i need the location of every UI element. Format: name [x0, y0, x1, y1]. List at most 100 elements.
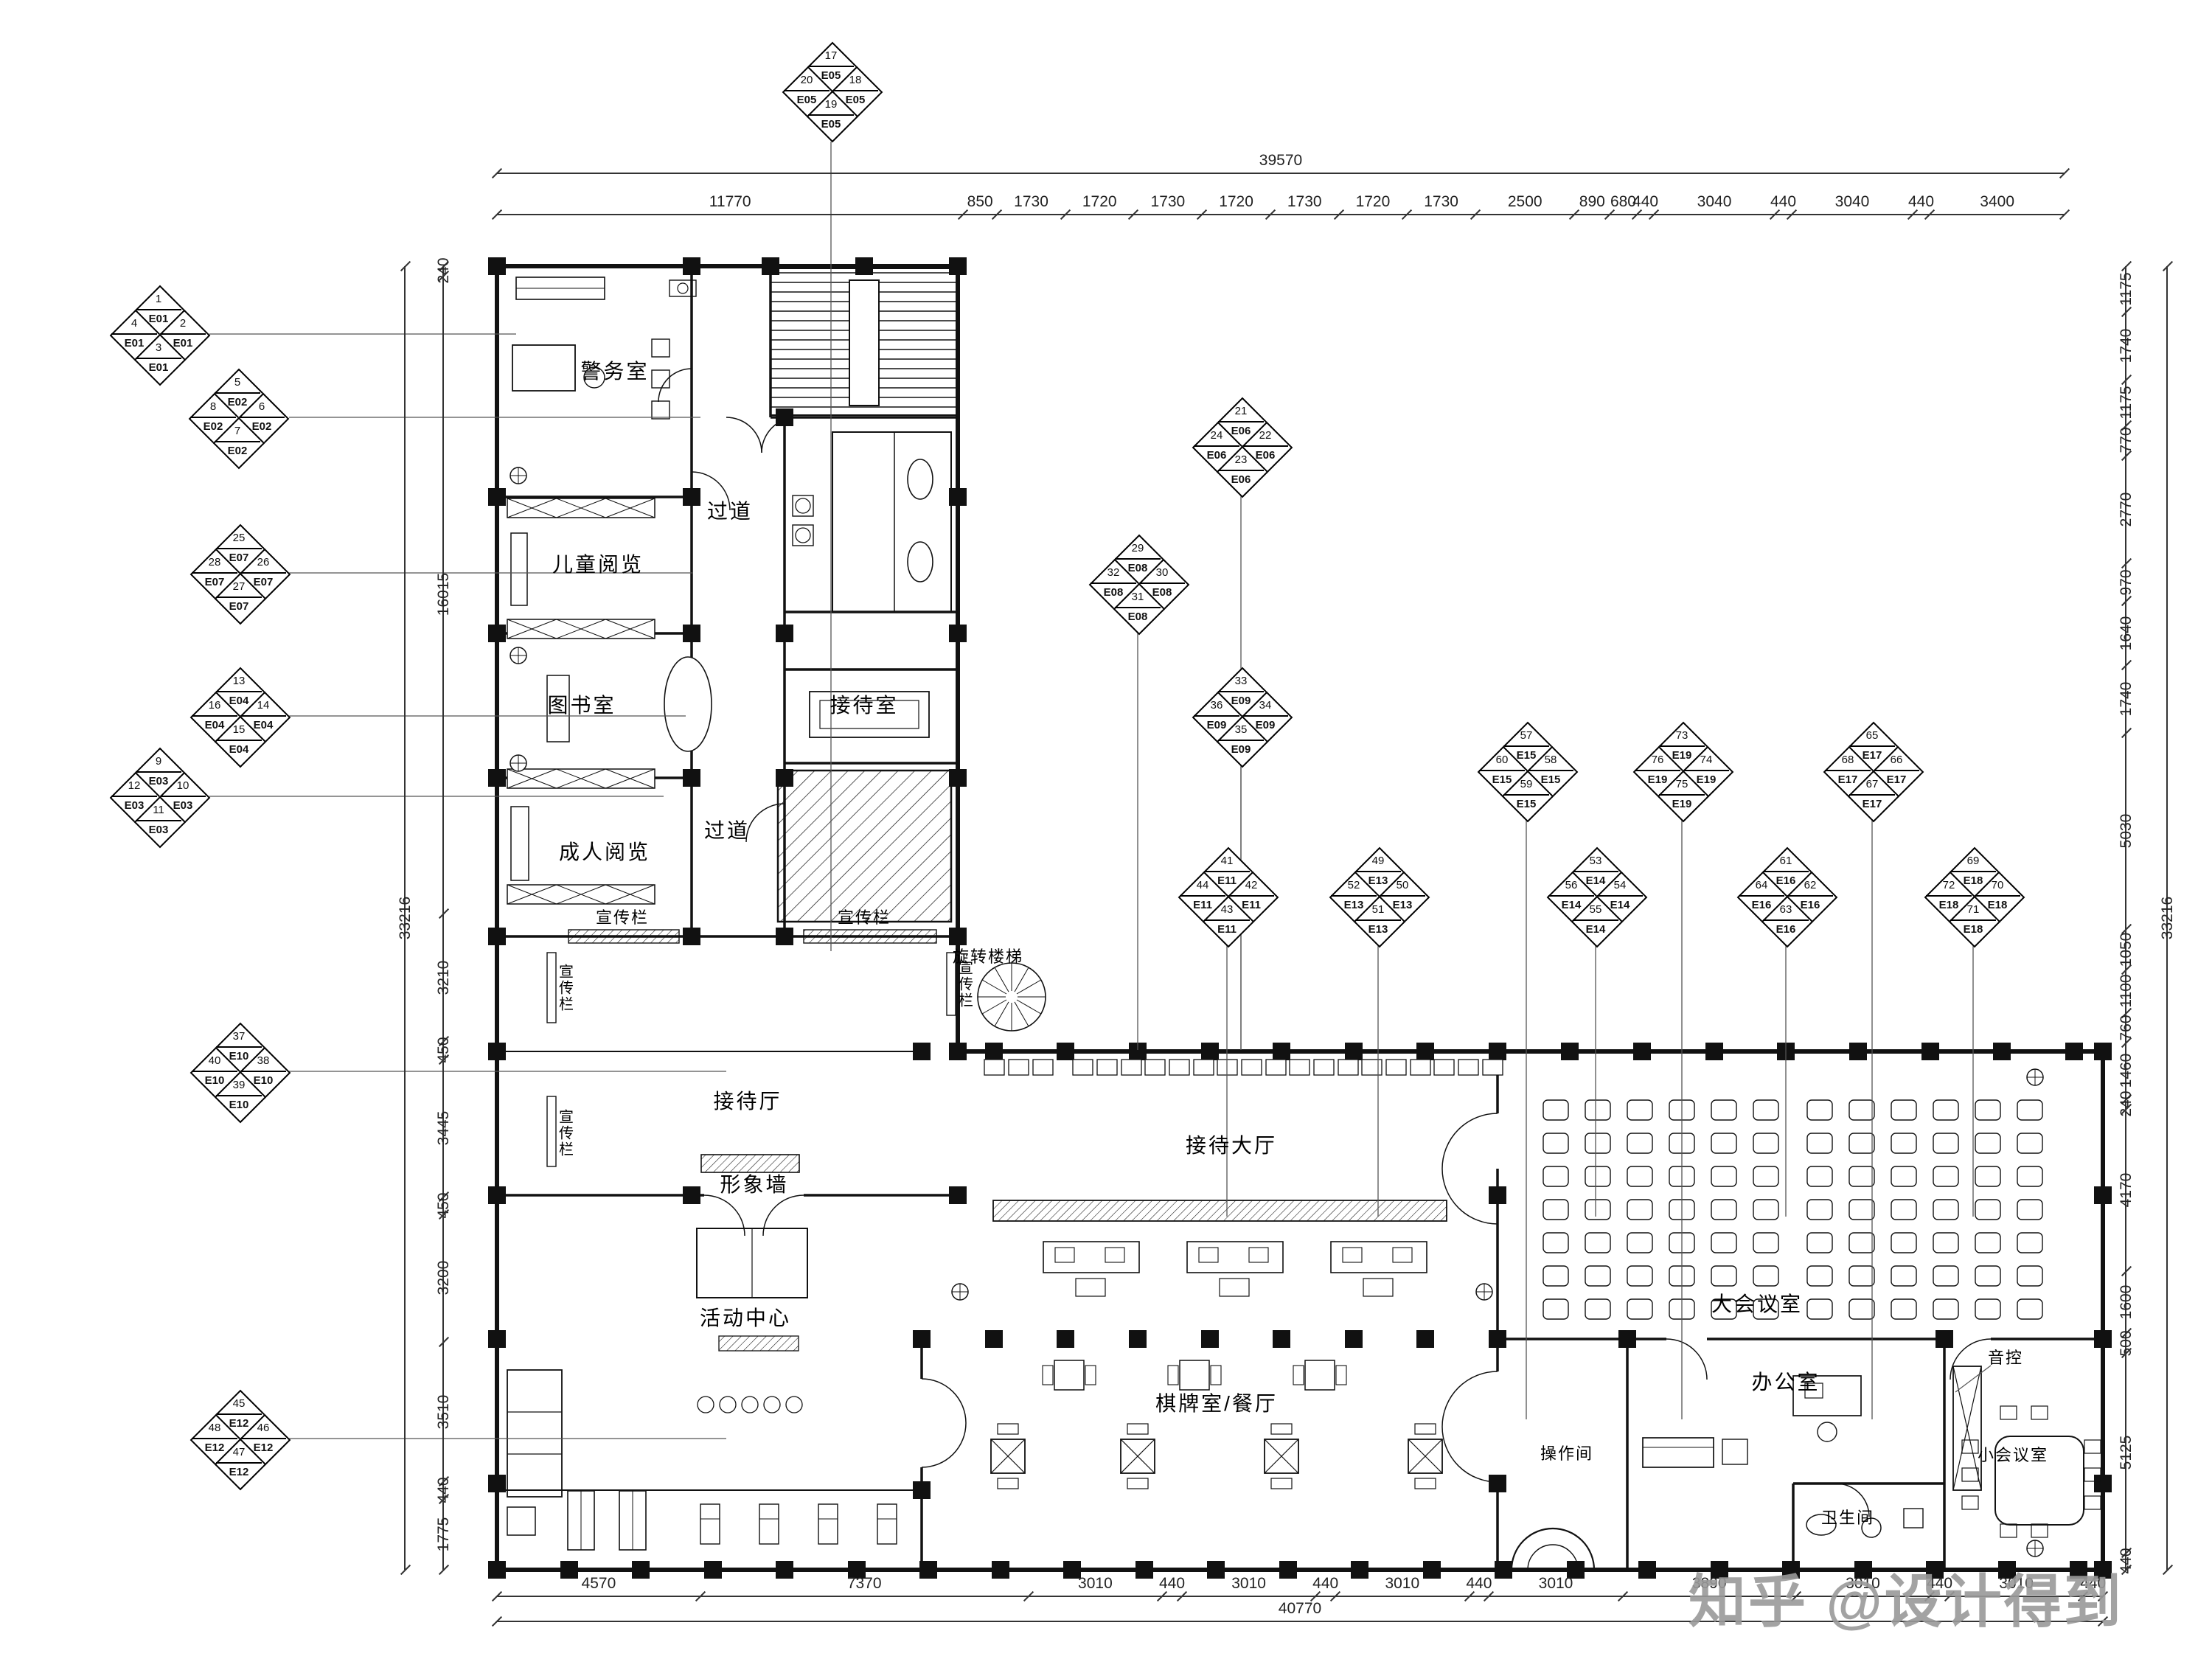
- marker-number: 18: [849, 74, 862, 86]
- dim-segment: 3010: [1335, 1575, 1470, 1597]
- marker-number: 76: [1651, 754, 1664, 766]
- dim-segment: 11770: [497, 193, 964, 215]
- marker-code: E09: [1255, 719, 1276, 731]
- marker-code: E14: [1585, 874, 1606, 887]
- dim-segment: 1100: [2118, 970, 2147, 1013]
- marker-code: E18: [1987, 899, 2008, 911]
- marker-number: 72: [1942, 879, 1955, 891]
- marker-code: E12: [229, 1466, 249, 1478]
- marker-number: 2: [179, 317, 187, 330]
- marker-code: E11: [1242, 899, 1261, 911]
- dim-segment: 440: [1927, 1575, 1952, 1597]
- marker-number: 57: [1520, 729, 1533, 742]
- dim-segment: 1730: [1270, 193, 1339, 215]
- room-label: 操作间: [1540, 1444, 1594, 1463]
- dimension-row-top-total: 39570: [497, 152, 2065, 174]
- marker-number: 40: [208, 1054, 221, 1067]
- marker-code: E11: [1193, 899, 1212, 911]
- marker-code: E13: [1368, 874, 1388, 887]
- marker-number: 39: [232, 1079, 246, 1091]
- dim-value: 440: [1907, 193, 1935, 210]
- room-label: 宣传栏: [956, 960, 973, 1009]
- dim-value: 1175: [2118, 272, 2135, 306]
- marker-number: 66: [1890, 754, 1903, 766]
- dim-value: 440: [1770, 193, 1797, 210]
- marker-number: 59: [1520, 778, 1533, 790]
- marker-number: 53: [1589, 855, 1602, 867]
- marker-number: 51: [1371, 903, 1385, 916]
- marker-code: E15: [1492, 773, 1512, 786]
- dim-value: 3210: [435, 960, 452, 995]
- marker-number: 69: [1966, 855, 1980, 867]
- dim-value: 2770: [2118, 492, 2135, 527]
- marker-number: 1: [155, 293, 162, 305]
- marker-code: E10: [229, 1099, 249, 1111]
- marker-number: 71: [1966, 903, 1980, 916]
- dim-segment: 39570: [497, 152, 2065, 174]
- marker-code: E05: [821, 118, 841, 131]
- dim-segment: 16015: [435, 275, 465, 914]
- dim-segment: 1740: [2118, 665, 2147, 734]
- marker-code: E17: [1862, 749, 1882, 762]
- room-label: 成人阅览: [558, 841, 651, 863]
- dim-value: 16015: [435, 573, 452, 616]
- dim-segment: 4570: [497, 1575, 700, 1597]
- dim-value: 1720: [1082, 193, 1117, 210]
- room-label: 小会议室: [1977, 1446, 2049, 1464]
- marker-number: 56: [1565, 879, 1578, 891]
- dim-value: 4170: [2118, 1172, 2135, 1208]
- marker-code: E10: [204, 1074, 225, 1087]
- dim-segment: 440: [1466, 1575, 1492, 1597]
- marker-code: E07: [253, 576, 274, 588]
- room-label: 音控: [1987, 1349, 2024, 1367]
- dim-value: 5030: [2118, 813, 2135, 849]
- marker-code: E04: [229, 695, 249, 707]
- dim-value: 3010: [1538, 1575, 1573, 1592]
- dim-segment: 850: [963, 193, 998, 215]
- dim-value: 1100: [2118, 974, 2135, 1009]
- dim-value: 40770: [1278, 1600, 1322, 1617]
- room-label: 宣传栏: [595, 908, 650, 927]
- dim-value: 890: [1579, 193, 1605, 210]
- marker-code: E01: [148, 361, 169, 374]
- marker-number: 58: [1544, 754, 1557, 766]
- marker-code: E13: [1343, 899, 1364, 911]
- marker-number: 11: [153, 804, 164, 816]
- dim-value: 1775: [435, 1517, 452, 1552]
- marker-number: 30: [1155, 566, 1169, 579]
- marker-code: E11: [1217, 923, 1237, 936]
- dim-segment: 5125: [2118, 1352, 2147, 1553]
- marker-number: 68: [1841, 754, 1854, 766]
- marker-number: 47: [232, 1446, 246, 1458]
- dim-segment: 3200: [435, 1214, 465, 1342]
- marker-number: 27: [232, 580, 246, 593]
- marker-code: E14: [1610, 899, 1630, 911]
- marker-code: E02: [203, 420, 223, 433]
- dim-segment: 3010: [1489, 1575, 1623, 1597]
- marker-code: E05: [845, 94, 866, 106]
- marker-code: E16: [1775, 923, 1796, 936]
